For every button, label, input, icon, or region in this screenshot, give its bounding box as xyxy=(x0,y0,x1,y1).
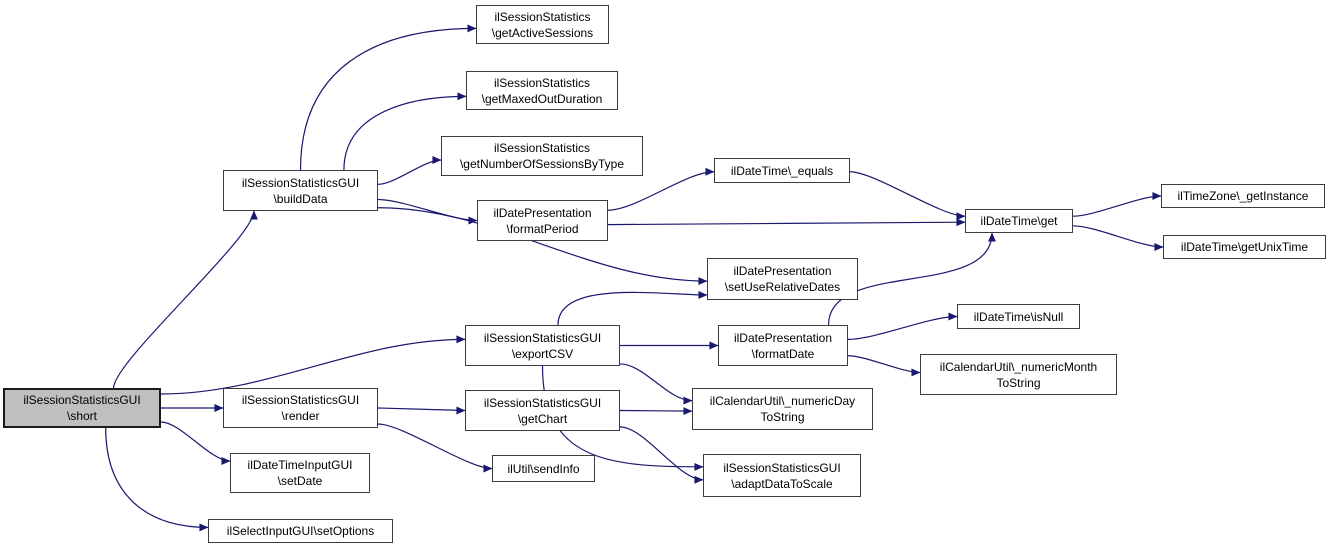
graph-node-label: ilDateTime\get xyxy=(980,214,1058,228)
graph-node-label: ilSessionStatistics xyxy=(494,9,591,24)
edge-render-getChart xyxy=(377,406,466,415)
graph-node-label: ilSelectInputGUI\setOptions xyxy=(226,524,375,538)
graph-node-label: ilSessionStatisticsGUI xyxy=(483,330,602,345)
graph-node-label: ToString xyxy=(996,375,1041,390)
graph-node-equals[interactable]: ilDateTime\_equals xyxy=(714,158,850,183)
graph-node-label: ilDateTimeInputGUI xyxy=(247,458,353,472)
graph-node-label: \exportCSV xyxy=(511,346,574,361)
graph-node-label: ilSessionStatistics xyxy=(493,141,591,155)
edge-short-setDate xyxy=(160,421,231,465)
graph-node-label: \adaptDataToScale xyxy=(731,476,833,491)
edge-exportCSV-numericDayToString xyxy=(619,363,693,405)
graph-node-label: ilDateTime\getUnixTime xyxy=(1180,240,1309,254)
edge-getChart-adaptDataToScale xyxy=(619,426,704,484)
graph-node-label: \getActiveSessions xyxy=(491,25,594,40)
edge-equals-get xyxy=(849,171,966,221)
graph-node-label: \getMaxedOutDuration xyxy=(481,91,603,106)
graph-node-getChart[interactable]: ilSessionStatisticsGUI\getChart xyxy=(465,390,620,431)
edge-short-buildData xyxy=(113,210,258,389)
graph-node-label: ilCalendarUtil\_numericDay xyxy=(709,394,856,408)
graph-node-label: ilDateTime\isNull xyxy=(973,309,1064,324)
edge-get-getInstance xyxy=(1072,192,1162,217)
graph-node-setOptions[interactable]: ilSelectInputGUI\setOptions xyxy=(208,519,393,543)
graph-node-label: ilSessionStatisticsGUI xyxy=(723,460,841,475)
graph-node-label: ilSessionStatisticsGUI xyxy=(23,393,141,407)
graph-node-label: ilSessionStatisticsGUI xyxy=(241,175,360,190)
graph-node-label: \getChart xyxy=(517,411,568,426)
edge-formatDate-numericMonthToString xyxy=(847,355,921,377)
graph-node-getInstance[interactable]: ilTimeZone\_getInstance xyxy=(1161,184,1325,208)
graph-node-getUnixTime[interactable]: ilDateTime\getUnixTime xyxy=(1163,235,1326,259)
edge-getChart-numericDayToString xyxy=(619,407,693,416)
edge-short-setOptions xyxy=(105,427,209,532)
graph-node-get[interactable]: ilDateTime\get xyxy=(965,209,1073,233)
graph-node-exportCSV[interactable]: ilSessionStatisticsGUI\exportCSV xyxy=(465,325,620,366)
graph-node-label: ilDatePresentation xyxy=(493,205,592,220)
graph-node-label: ilSessionStatisticsGUI xyxy=(241,393,360,407)
graph-node-getMaxedOutDuration[interactable]: ilSessionStatistics\getMaxedOutDuration xyxy=(466,71,618,110)
graph-node-render[interactable]: ilSessionStatisticsGUI \render xyxy=(223,388,378,428)
edge-exportCSV-setUseRelativeDates xyxy=(557,290,708,326)
graph-node-label: ilUtil\sendInfo xyxy=(507,461,580,476)
edge-buildData-getNumberOfSessionsByType xyxy=(377,156,442,185)
edge-formatDate-isNull xyxy=(847,312,958,340)
graph-node-label: \short xyxy=(66,409,97,423)
graph-node-getActiveSessions[interactable]: ilSessionStatistics\getActiveSessions xyxy=(476,5,609,44)
graph-node-label: \buildData xyxy=(273,191,328,206)
graph-node-setUseRelativeDates[interactable]: ilDatePresentation \setUseRelativeDates xyxy=(707,258,858,300)
graph-node-label: \formatDate xyxy=(751,346,815,361)
graph-node-label: ilSessionStatisticsGUI xyxy=(483,395,602,410)
graph-node-label: ilDateTime\_equals xyxy=(730,163,834,178)
graph-node-label: ilDatePresentation xyxy=(733,264,832,278)
graph-node-formatDate[interactable]: ilDatePresentation\formatDate xyxy=(718,325,848,366)
graph-node-label: ilCalendarUtil\_numericMonth xyxy=(939,359,1098,374)
edge-formatPeriod-get xyxy=(607,218,966,227)
edge-get-getUnixTime xyxy=(1072,225,1164,251)
graph-node-short: ilSessionStatisticsGUI \short xyxy=(3,388,161,428)
edge-formatPeriod-equals xyxy=(607,167,715,211)
graph-node-buildData[interactable]: ilSessionStatisticsGUI\buildData xyxy=(223,170,378,211)
graph-node-label: ToString xyxy=(760,410,805,424)
graph-node-label: \getNumberOfSessionsByType xyxy=(459,157,625,171)
graph-node-label: ilTimeZone\_getInstance xyxy=(1177,189,1309,203)
edge-short-exportCSV xyxy=(160,335,466,395)
graph-node-isNull[interactable]: ilDateTime\isNull xyxy=(957,304,1080,329)
graph-node-label: \formatPeriod xyxy=(506,221,579,236)
graph-node-sendInfo[interactable]: ilUtil\sendInfo xyxy=(492,455,595,482)
graph-node-label: ilDatePresentation xyxy=(733,330,833,345)
edge-buildData-formatPeriod xyxy=(377,198,478,225)
graph-node-formatPeriod[interactable]: ilDatePresentation\formatPeriod xyxy=(477,200,608,241)
graph-node-label: \render xyxy=(281,409,320,423)
graph-node-label: \setUseRelativeDates xyxy=(724,280,841,294)
graph-node-getNumberOfSessionsByType[interactable]: ilSessionStatistics \getNumberOfSessionsB… xyxy=(441,136,643,176)
graph-node-setDate[interactable]: ilDateTimeInputGUI \setDate xyxy=(230,453,370,493)
graph-node-adaptDataToScale[interactable]: ilSessionStatisticsGUI\adaptDataToScale xyxy=(703,454,861,497)
graph-node-label: ilSessionStatistics xyxy=(493,75,591,90)
graph-node-label: \setDate xyxy=(277,474,323,488)
